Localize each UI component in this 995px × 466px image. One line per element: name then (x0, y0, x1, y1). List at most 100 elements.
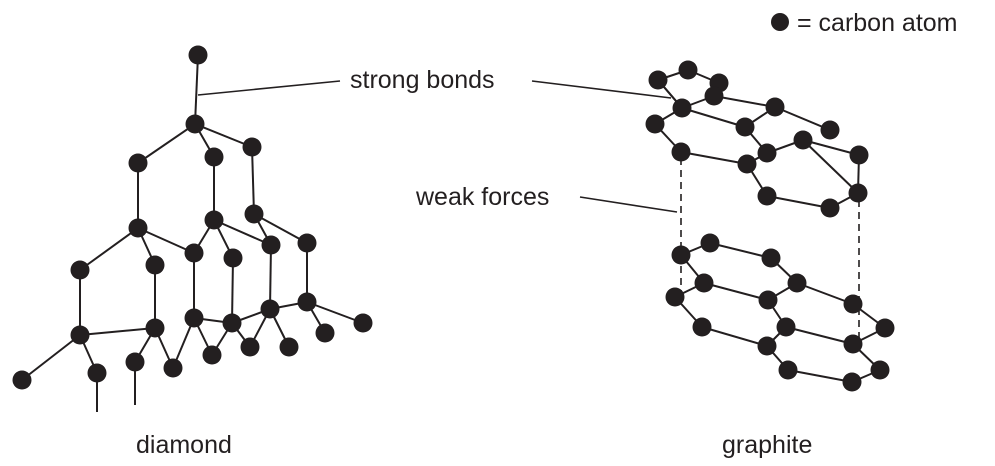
diamond-bond (231, 257, 234, 324)
diamond-carbon-atom (163, 358, 183, 378)
graphite-carbon-atom (849, 145, 869, 165)
diamond-carbon-atom (260, 299, 280, 319)
diamond-carbon-atom (279, 337, 299, 357)
diamond-bond (251, 146, 255, 215)
graphite-bond (709, 242, 772, 259)
diamond-bond (213, 219, 272, 246)
diamond-carbon-atom (244, 204, 264, 224)
diamond-carbon-atom (222, 313, 242, 333)
graphite-bond (796, 282, 854, 305)
graphite-carbon-atom (704, 86, 724, 106)
diamond-carbon-atom (128, 153, 148, 173)
graphite-carbon-atom (843, 334, 863, 354)
diamond-bond (79, 227, 139, 271)
diamond-carbon-atom (261, 235, 281, 255)
graphite-carbon-atom (645, 114, 665, 134)
diamond-carbon-atom (353, 313, 373, 333)
diamond-carbon-atom (297, 233, 317, 253)
graphite-carbon-atom (820, 198, 840, 218)
graphite-bond (713, 95, 776, 108)
graphite-carbon-atom (692, 317, 712, 337)
diamond-carbon-atom (204, 210, 224, 230)
graphite-carbon-atom (778, 360, 798, 380)
graphite-bond (681, 107, 746, 128)
diamond-bond (194, 54, 199, 125)
graphite-carbon-atom (735, 117, 755, 137)
diamond-carbon-atom (185, 114, 205, 134)
diamond-bond (269, 244, 272, 310)
diamond-carbon-atom (145, 318, 165, 338)
legend-text: = carbon atom (797, 9, 958, 37)
graphite-carbon-atom (665, 287, 685, 307)
graphite-carbon-atom (694, 273, 714, 293)
graphite-carbon-atom (875, 318, 895, 338)
graphite-carbon-atom (672, 98, 692, 118)
diamond-carbon-atom (128, 218, 148, 238)
strong-bonds-leader-diamond (197, 80, 341, 96)
diamond-carbon-atom (240, 337, 260, 357)
diamond-carbon-atom (125, 352, 145, 372)
graphite-carbon-atom (765, 97, 785, 117)
strong-bonds-leader-graphite (531, 80, 672, 99)
graphite-bond (787, 369, 853, 383)
diamond-carbon-atom (202, 345, 222, 365)
graphite-carbon-atom (761, 248, 781, 268)
diamond-bond (21, 334, 81, 381)
graphite-carbon-atom (820, 120, 840, 140)
weak-forces-label: weak forces (415, 183, 549, 211)
graphite-carbon-atom (671, 245, 691, 265)
diamond-carbon-atom (315, 323, 335, 343)
legend-carbon-atom-icon (771, 13, 789, 31)
diamond-bonds (21, 54, 364, 412)
diamond-label: diamond (136, 431, 232, 459)
diamond-carbon-atom (188, 45, 208, 65)
graphite-carbon-atom (870, 360, 890, 380)
weak-forces-leader (579, 196, 678, 213)
graphite-bond (703, 282, 769, 301)
diamond-bond (137, 123, 196, 164)
diamond-atoms (12, 45, 373, 390)
strong-bonds-label: strong bonds (350, 66, 495, 94)
graphite-atoms (645, 60, 895, 392)
graphite-bond (766, 195, 831, 209)
graphite-bond (785, 326, 854, 345)
diamond-carbon-atom (145, 255, 165, 275)
graphite-carbon-atom (757, 336, 777, 356)
diamond-bond (253, 213, 308, 244)
graphite-carbon-atom (678, 60, 698, 80)
diamond-carbon-atom (70, 260, 90, 280)
diamond-carbon-atom (184, 308, 204, 328)
graphite-bond (802, 139, 860, 156)
graphite-carbon-atom (757, 143, 777, 163)
diamond-bond (194, 123, 253, 148)
graphite-carbon-atom (787, 273, 807, 293)
graphite-carbon-atom (758, 290, 778, 310)
leader-lines (197, 80, 678, 213)
graphite-weak-forces (680, 158, 860, 338)
graphite-carbon-atom (757, 186, 777, 206)
diamond-carbon-atom (87, 363, 107, 383)
graphite-bond (701, 326, 768, 347)
diamond-carbon-atom (70, 325, 90, 345)
diamond-carbon-atom (242, 137, 262, 157)
graphite-carbon-atom (848, 183, 868, 203)
diamond-carbon-atom (184, 243, 204, 263)
diamond-carbon-atom (12, 370, 32, 390)
graphite-label: graphite (722, 431, 812, 459)
diamond-bond (306, 301, 364, 324)
graphite-carbon-atom (776, 317, 796, 337)
graphite-carbon-atom (793, 130, 813, 150)
graphite-carbon-atom (737, 154, 757, 174)
graphite-carbon-atom (648, 70, 668, 90)
graphite-carbon-atom (671, 142, 691, 162)
graphite-carbon-atom (842, 372, 862, 392)
diamond-bond (79, 327, 156, 336)
graphite-bond (774, 106, 831, 131)
graphite-carbon-atom (843, 294, 863, 314)
diamond-bond (137, 227, 195, 254)
diamond-carbon-atom (204, 147, 224, 167)
graphite-carbon-atom (700, 233, 720, 253)
graphite-bond (802, 139, 859, 194)
diamond-carbon-atom (297, 292, 317, 312)
